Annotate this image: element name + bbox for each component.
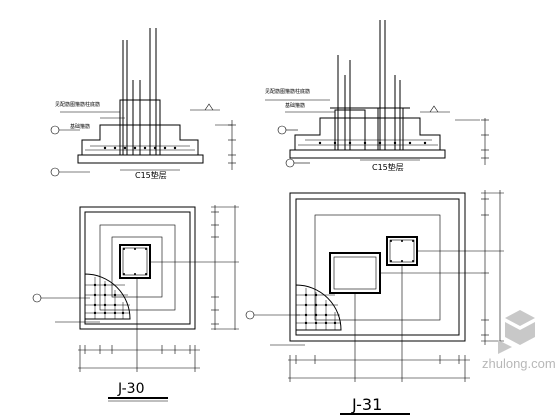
right-footing-section: 见配筋图箍筋柱底筋 基础箍筋 C15垫层 bbox=[265, 20, 489, 172]
left-section-note-base: 基础箍筋 bbox=[70, 123, 90, 130]
watermark-logo-icon bbox=[498, 310, 535, 354]
watermark: zhulong.com bbox=[482, 310, 556, 371]
right-section-note-base: 基础箍筋 bbox=[285, 102, 305, 109]
left-concrete-label: C15垫层 bbox=[135, 170, 167, 180]
left-footing-plan: J-30 bbox=[32, 205, 239, 402]
right-section-note-top: 见配筋图箍筋柱底筋 bbox=[265, 88, 310, 95]
left-footing-section: 见配筋图箍筋柱底筋 基础箍筋 C15垫层 bbox=[50, 28, 236, 180]
right-plan-title: J-31 bbox=[351, 395, 382, 414]
left-section-note-top: 见配筋图箍筋柱底筋 bbox=[55, 101, 100, 108]
right-concrete-label: C15垫层 bbox=[372, 162, 404, 172]
right-footing-plan: J-31 bbox=[245, 190, 504, 415]
left-plan-title: J-30 bbox=[117, 381, 145, 397]
watermark-text: zhulong.com bbox=[482, 356, 556, 371]
